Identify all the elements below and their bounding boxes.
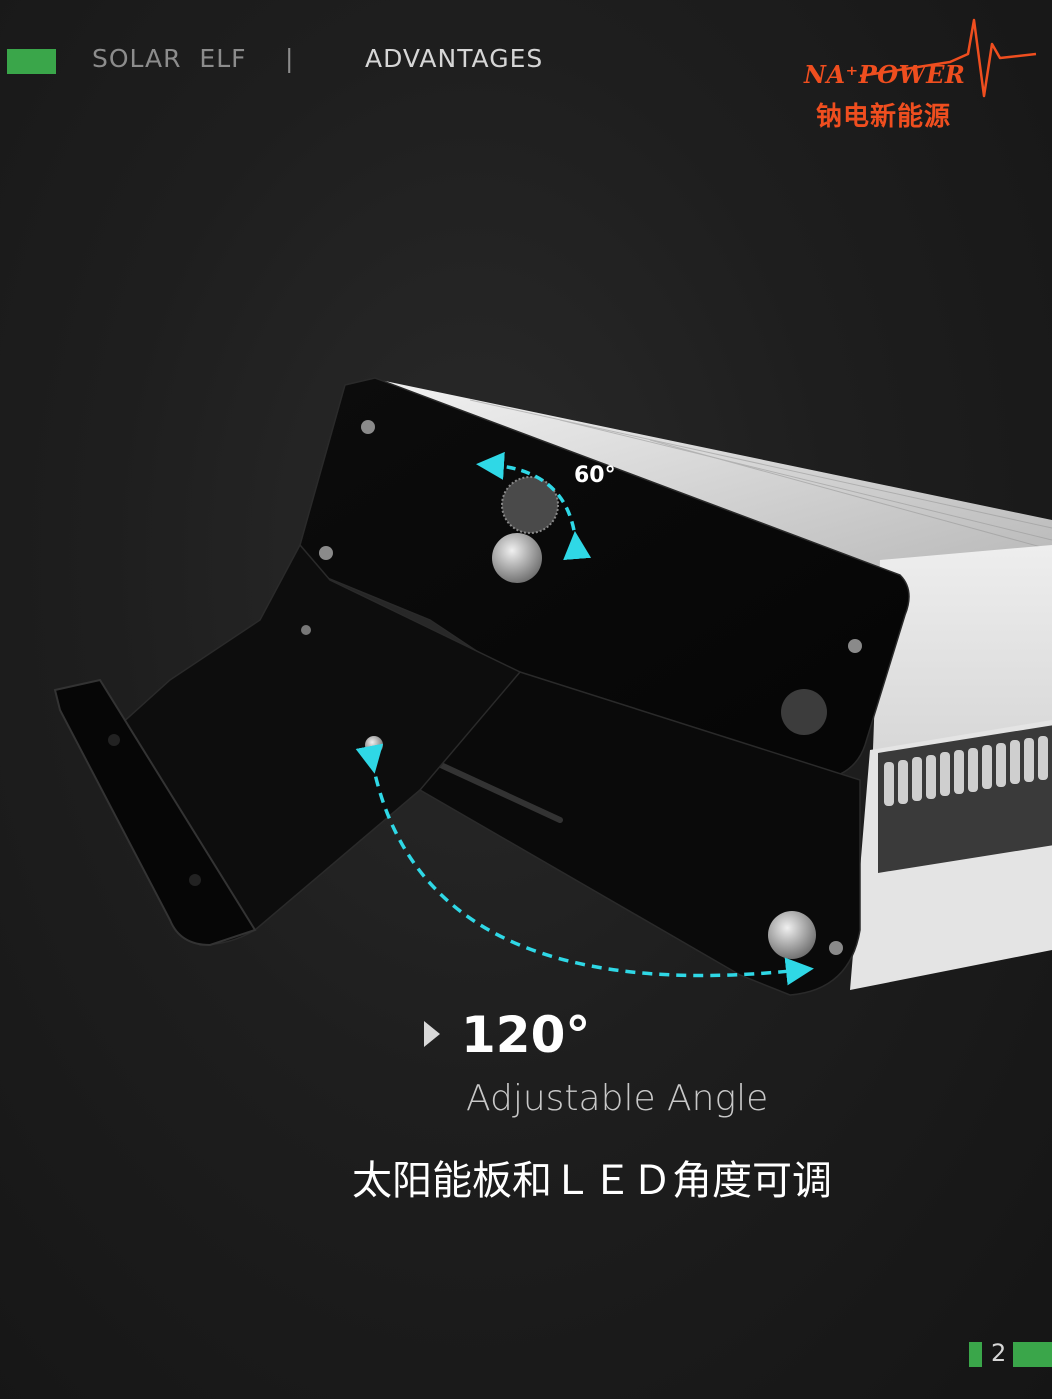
page-accent-bar-left	[969, 1342, 982, 1367]
solar-panel	[380, 380, 1052, 570]
small-angle-label: 60°	[574, 463, 616, 488]
heartbeat-line-icon	[859, 18, 1037, 98]
lower-screw	[768, 911, 816, 959]
page-number-block: 2	[969, 1339, 1052, 1369]
page-accent-bar-right	[1013, 1342, 1052, 1367]
feature-label-cn: 太阳能板和ＬＥＤ角度可调	[352, 1158, 832, 1204]
header-accent-bar	[7, 49, 56, 74]
play-triangle-icon	[424, 1021, 440, 1047]
feature-label-en: Adjustable Angle	[466, 1078, 769, 1119]
arc-arrow-120	[355, 743, 814, 986]
section-title: ADVANTAGES	[365, 44, 544, 73]
company-logo: NA⁺POWER 钠电新能源	[800, 14, 1040, 132]
page-number: 2	[991, 1339, 1007, 1367]
feature-angle: 120°	[461, 1006, 591, 1064]
logo-english: NA⁺POWER	[804, 60, 966, 89]
header-separator: |	[285, 44, 294, 73]
wall-flange	[53, 678, 257, 947]
product-illustration	[53, 377, 1052, 996]
brand-name: SOLAR ELF	[92, 44, 247, 73]
logo-chinese: 钠电新能源	[816, 102, 952, 132]
led-chips	[884, 736, 1048, 806]
pivot-screw	[492, 533, 542, 583]
arc-arrow-60	[476, 451, 592, 561]
